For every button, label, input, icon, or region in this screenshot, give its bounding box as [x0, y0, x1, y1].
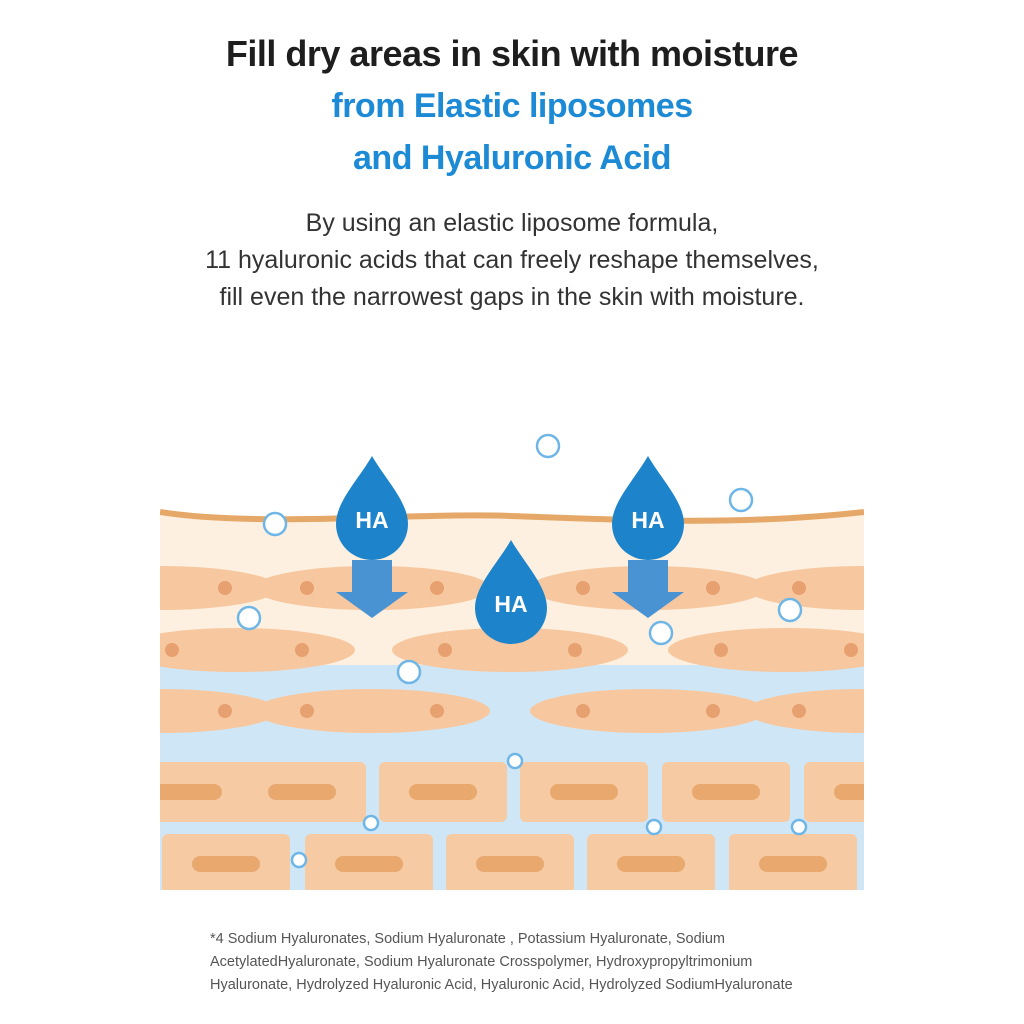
oval-cell: [160, 566, 278, 610]
headline-line-2: from Elastic liposomes: [331, 87, 693, 125]
moisture-bubble: [290, 851, 308, 869]
cell-nucleus: [706, 704, 720, 718]
cell-nucleus: [438, 643, 452, 657]
footnote-line-1: *4 Sodium Hyaluronates, Sodium Hyalurona…: [210, 931, 726, 947]
moisture-bubble: [790, 818, 808, 836]
description-line-3: fill even the narrowest gaps in the skin…: [219, 283, 805, 311]
cell-nucleus: [792, 581, 806, 595]
cell-nucleus: [165, 643, 179, 657]
oval-cell: [160, 628, 355, 672]
moisture-bubble: [506, 752, 524, 770]
cell-nucleus: [576, 704, 590, 718]
cell-nucleus: [218, 581, 232, 595]
description-line-2: 11 hyaluronic acids that can freely resh…: [205, 246, 819, 274]
cell-nucleus: [88, 704, 102, 718]
brick-cell: [870, 834, 998, 894]
cell-nucleus: [576, 581, 590, 595]
brick-cell-core: [409, 784, 477, 800]
cell-nucleus: [300, 704, 314, 718]
moisture-bubble: [777, 597, 803, 623]
moisture-bubble: [648, 620, 674, 646]
brick-cell-core: [160, 784, 222, 800]
brick-cell-core: [550, 784, 618, 800]
cell-nucleus: [568, 643, 582, 657]
brick-cell-core: [617, 856, 685, 872]
brick-cells: [160, 762, 998, 894]
brick-cell: [804, 762, 864, 822]
moisture-bubble: [645, 818, 663, 836]
down-arrow-left: [336, 560, 408, 618]
brick-cell-core: [192, 856, 260, 872]
footnote-line-2: AcetylatedHyaluronate, Sodium Hyaluronat…: [210, 954, 753, 970]
headline-line-1: Fill dry areas in skin with moisture: [225, 33, 799, 74]
ha-label-left: HA: [355, 507, 388, 533]
cell-nucleus: [922, 581, 936, 595]
moisture-bubble: [262, 511, 288, 537]
headline: Fill dry areas in skin with moisture fro…: [0, 28, 1024, 184]
cell-nucleus: [300, 581, 314, 595]
cell-nucleus: [430, 704, 444, 718]
cell-nucleus: [218, 704, 232, 718]
ha-label-right: HA: [631, 507, 664, 533]
description: By using an elastic liposome formula, 11…: [0, 205, 1024, 316]
brick-cell-core: [692, 784, 760, 800]
moisture-bubble: [362, 814, 380, 832]
oval-cells: [88, 566, 936, 733]
cell-nucleus: [792, 704, 806, 718]
brick-cell-core: [759, 856, 827, 872]
moisture-bubbles: [236, 433, 808, 869]
ha-label-center: HA: [494, 591, 527, 617]
oval-cell: [746, 689, 864, 733]
cell-nucleus: [844, 643, 858, 657]
cell-nucleus: [714, 643, 728, 657]
down-arrows: [336, 560, 684, 618]
brick-cell-core: [900, 856, 968, 872]
ha-drop-left: HA: [336, 456, 408, 560]
ingredients-footnote: *4 Sodium Hyaluronates, Sodium Hyalurona…: [210, 928, 850, 997]
cell-nucleus: [922, 704, 936, 718]
headline-line-3: and Hyaluronic Acid: [353, 139, 671, 177]
cell-nucleus: [295, 643, 309, 657]
cell-nucleus: [706, 581, 720, 595]
oval-cell: [392, 628, 628, 672]
ha-drop-right: HA: [612, 456, 684, 560]
oval-cell: [254, 689, 490, 733]
brick-cell-core: [335, 856, 403, 872]
moisture-bubble: [396, 659, 422, 685]
ha-drop-center: HA: [475, 540, 547, 644]
moisture-bubble: [535, 433, 561, 459]
cell-nucleus: [88, 581, 102, 595]
down-arrow-right: [612, 560, 684, 618]
cell-nucleus: [430, 581, 444, 595]
brick-cell-core: [834, 784, 864, 800]
brick-cell-core: [476, 856, 544, 872]
footnote-line-3: Hyaluronate, Hydrolyzed Hyaluronic Acid,…: [210, 977, 793, 993]
oval-cell: [668, 628, 864, 672]
oval-cell: [160, 689, 278, 733]
description-line-1: By using an elastic liposome formula,: [305, 209, 719, 237]
moisture-bubble: [236, 605, 262, 631]
moisture-bubble: [728, 487, 754, 513]
brick-cell-core: [268, 784, 336, 800]
oval-cell: [530, 689, 766, 733]
skin-layer-illustration: HA HA HA: [88, 433, 998, 894]
